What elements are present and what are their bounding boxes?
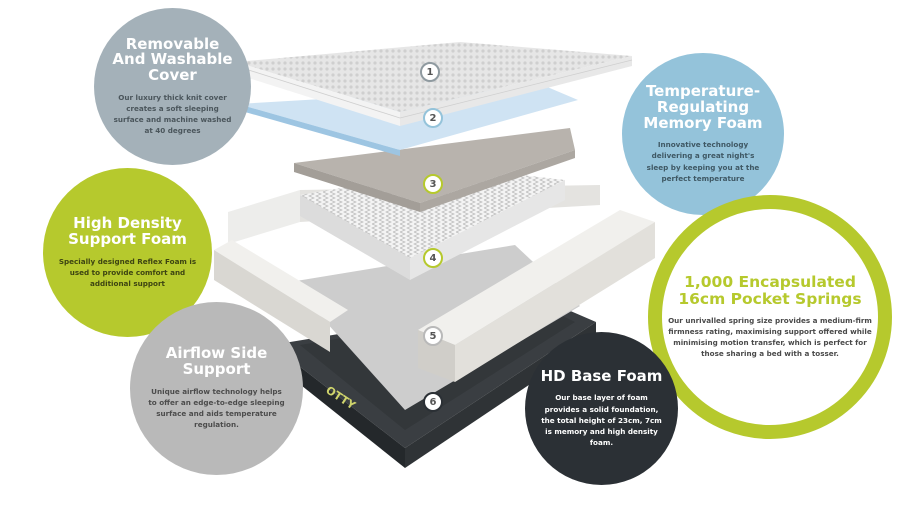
layer-badge-4: 4 [423, 248, 443, 268]
feature-hd-base: HD Base Foam Our base layer of foam prov… [525, 332, 678, 485]
feature-springs-title: 1,000 Encapsulated 16cm Pocket Springs [678, 273, 862, 308]
layer-badge-2: 2 [423, 108, 443, 128]
high-density-foam-layer [294, 128, 575, 212]
feature-hd-base-description: Our base layer of foam provides a solid … [541, 393, 662, 448]
feature-high-density-title: High Density Support Foam [68, 214, 187, 248]
feature-springs: 1,000 Encapsulated 16cm Pocket Springs O… [648, 195, 892, 439]
feature-cover-title: Removable And Washable Cover [112, 34, 233, 85]
layer-badge-3: 3 [423, 174, 443, 194]
feature-hd-base-title: HD Base Foam [540, 366, 663, 385]
feature-springs-description: Our unrivalled spring size provides a me… [668, 315, 872, 359]
feature-cover-description: Our luxury thick knit cover creates a so… [113, 92, 232, 136]
layer-badge-6: 6 [423, 392, 443, 412]
feature-temperature: Temperature-Regulating Memory Foam Innov… [622, 53, 784, 215]
feature-high-density-description: Specially designed Reflex Foam is used t… [58, 256, 197, 288]
feature-airflow-title: Airflow Side Support [165, 344, 268, 379]
layer-badge-5: 5 [423, 326, 443, 346]
feature-temperature-description: Innovative technology delivering a great… [646, 140, 760, 183]
feature-cover: Removable And Washable Cover Our luxury … [94, 8, 251, 165]
layer-badge-1: 1 [420, 62, 440, 82]
feature-temperature-title: Temperature-Regulating Memory Foam [643, 82, 763, 132]
feature-airflow-description: Unique airflow technology helps to offer… [148, 386, 285, 430]
feature-airflow: Airflow Side Support Unique airflow tech… [130, 302, 303, 475]
